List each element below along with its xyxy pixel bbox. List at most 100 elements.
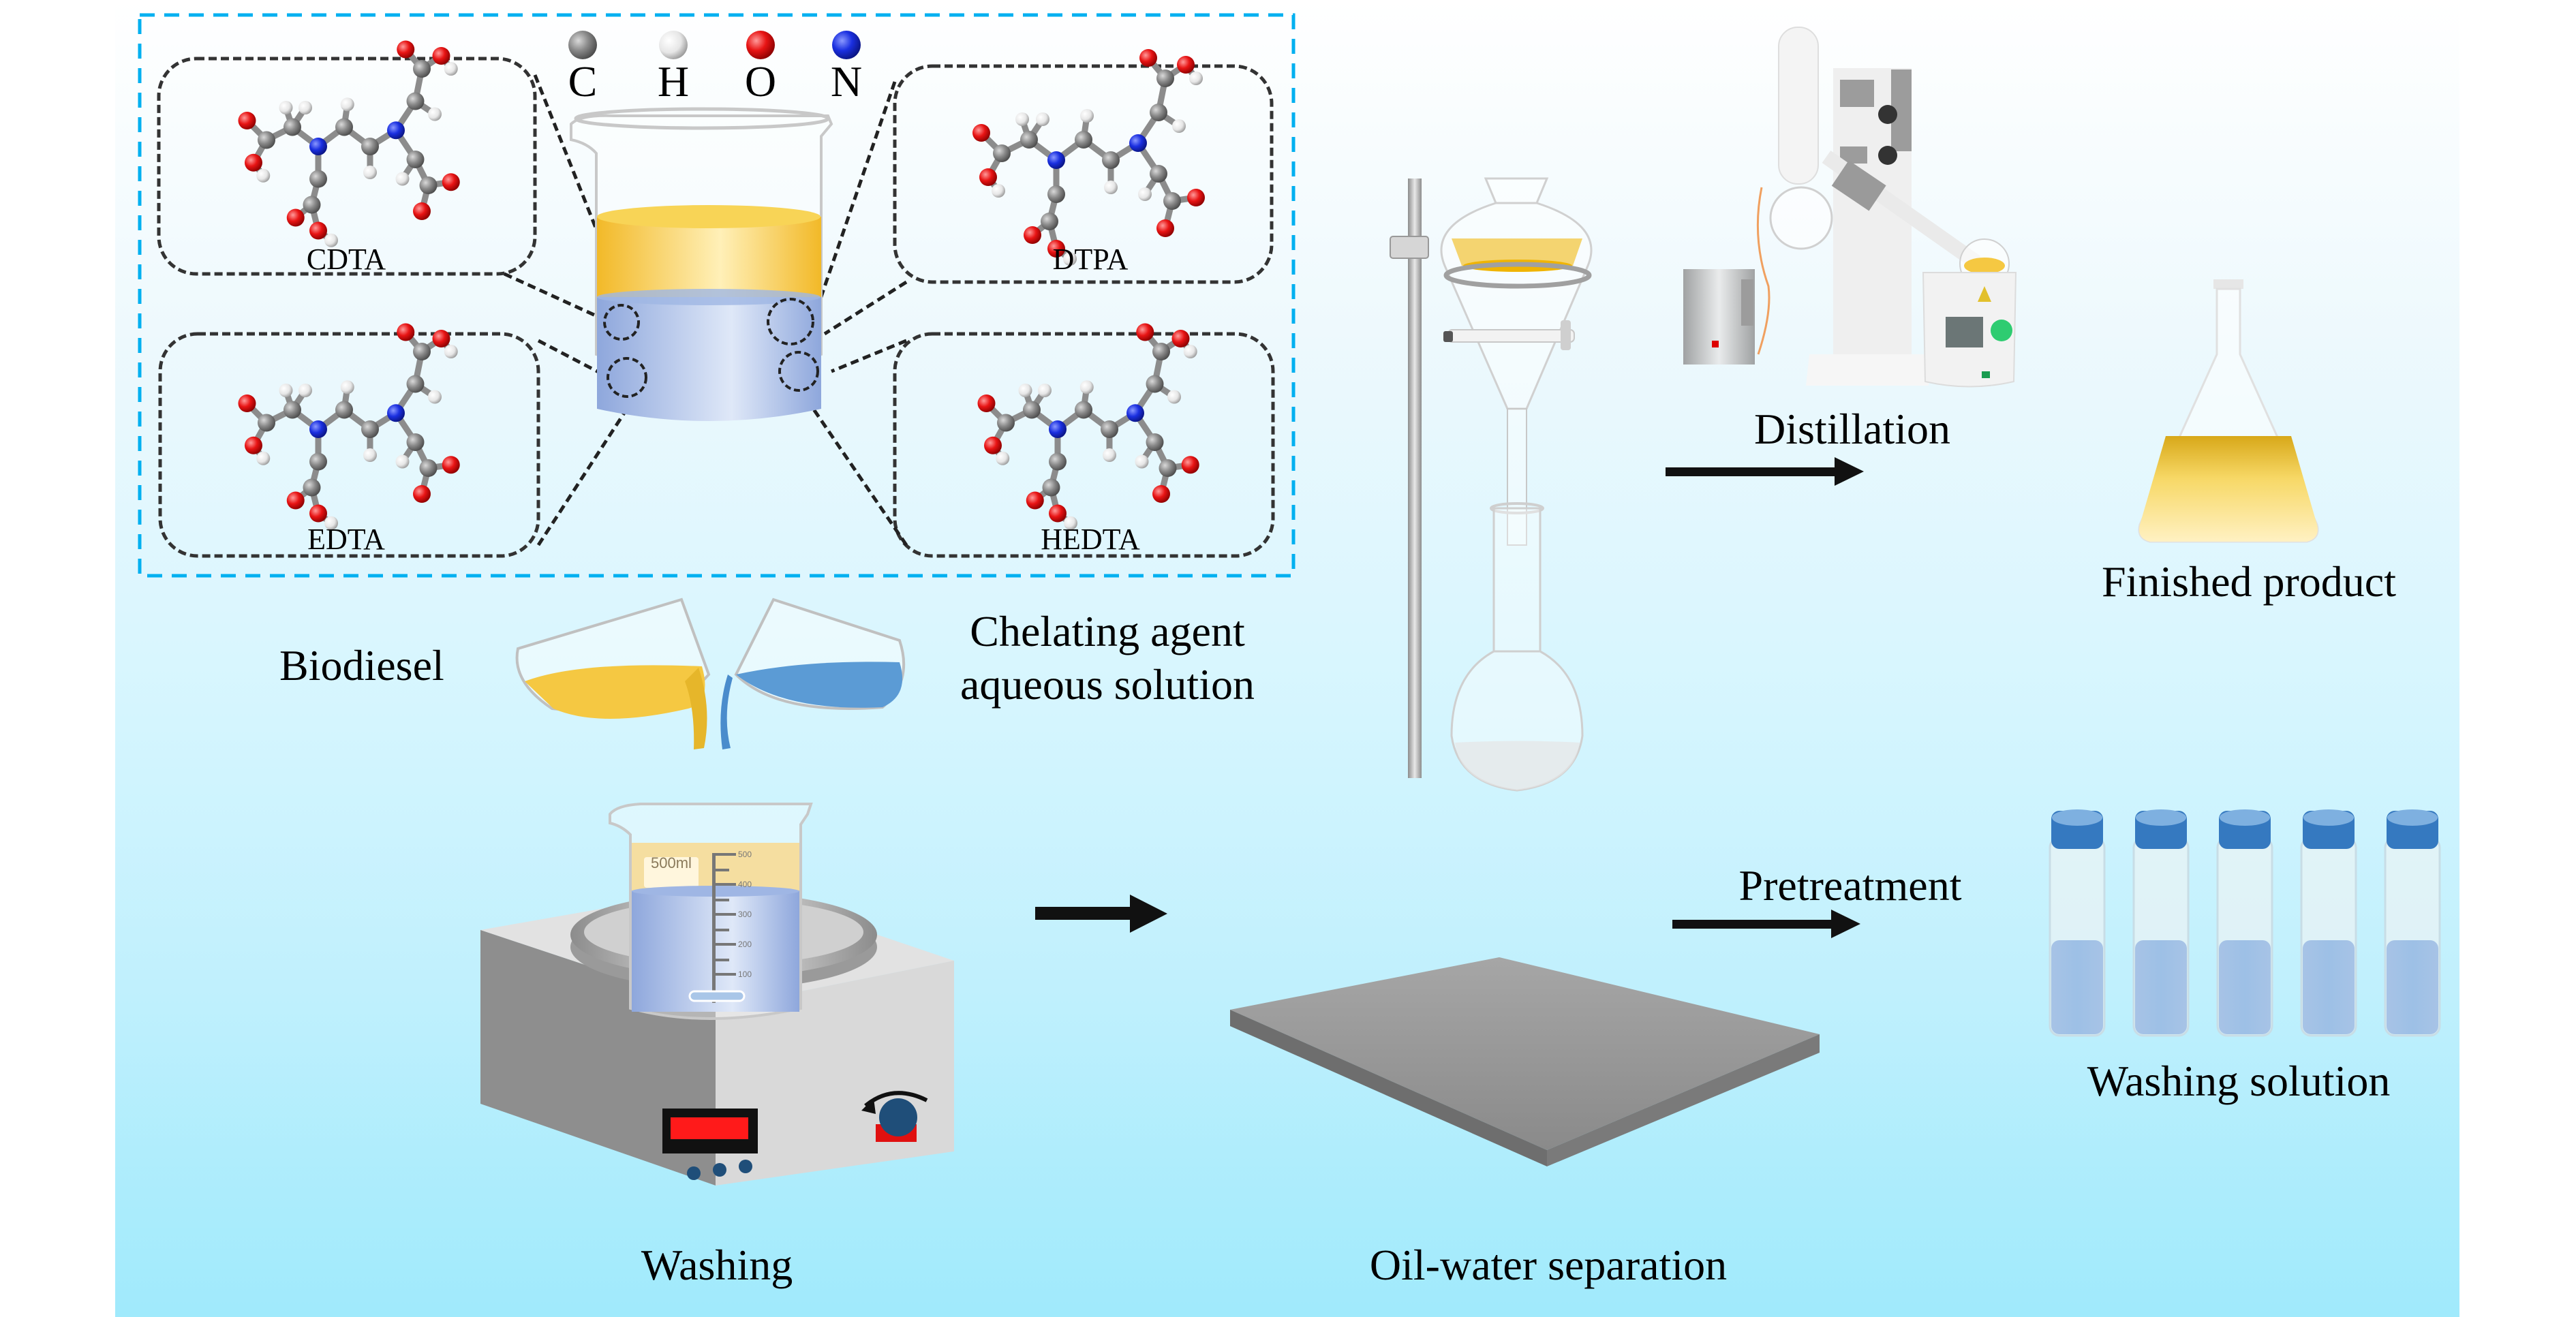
hydrogen-atom (1064, 516, 1077, 530)
hydrogen-atom (1103, 448, 1116, 462)
vial-liquid (2387, 940, 2438, 1034)
vial-cap-top (2052, 809, 2102, 826)
hydrogen-atom (395, 454, 410, 469)
nitrogen-atom (387, 121, 405, 140)
rotary-evaporator (1683, 27, 2017, 388)
carbon-atom (1156, 69, 1174, 87)
hydrogen-atom (444, 345, 458, 358)
oxygen-atom (1139, 49, 1157, 67)
oxygen-atom (413, 202, 431, 220)
carbon-atom (1075, 131, 1092, 149)
beaker-volume-label: 500ml (651, 854, 692, 871)
carbon-atom (1020, 131, 1038, 149)
vial-cap-top (2303, 809, 2354, 826)
oxygen-atom (442, 173, 460, 191)
carbon-atom (1102, 151, 1120, 169)
hydrogen-atom (324, 233, 338, 247)
hydrogen-atom (298, 101, 312, 114)
stirrer-speed-knob (879, 1098, 917, 1136)
oxygen-atom (984, 436, 1002, 454)
carbon-atom (413, 60, 431, 78)
hydrogen-atom (1018, 384, 1032, 397)
oxygen-atom (1026, 491, 1044, 510)
vial-liquid (2303, 940, 2355, 1034)
oxygen-atom (972, 124, 990, 142)
hydrogen-atom (1172, 119, 1186, 133)
oxygen-atom (1049, 504, 1067, 523)
carbon-atom (997, 414, 1015, 432)
hydrogen-atom (395, 172, 410, 186)
stand-rod (1408, 179, 1422, 778)
carbon-atom (1101, 420, 1118, 438)
scale-tick-label: 100 (738, 970, 752, 979)
vial (2384, 809, 2441, 1037)
support-ring (1443, 262, 1592, 289)
dtpa-box (893, 64, 1274, 284)
oxygen-atom (238, 394, 256, 412)
carbon-atom (303, 478, 321, 497)
oxygen-atom (397, 40, 415, 59)
hydrogen-atom (1036, 112, 1049, 126)
atom-label-c: C (568, 57, 598, 106)
zoom-connectors (503, 74, 908, 546)
carbon-atom (419, 459, 438, 477)
oxygen-atom (286, 491, 305, 510)
oxygen-atom (1156, 219, 1174, 237)
carbon-atom (258, 131, 275, 149)
hydrogen-atom (256, 451, 271, 465)
hydrogen-atom (363, 166, 377, 179)
carbon-atom (993, 144, 1011, 162)
stopcock[interactable] (1561, 320, 1571, 350)
oxygen-atom (238, 112, 256, 129)
carbon-atom (303, 196, 321, 214)
carbon-atom (419, 176, 438, 194)
label-aqueous-solution: aqueous solution (960, 660, 1255, 709)
carbon-atom (309, 452, 327, 471)
oxygen-atom (1171, 330, 1190, 347)
stirrer-button (687, 1166, 701, 1180)
hydrogen-atom (324, 516, 338, 530)
beaker-scale-labels: 500 400 300 200 100 (738, 850, 752, 979)
oxygen-atom-icon (746, 31, 775, 59)
carbon-atom (406, 151, 425, 168)
carbon-atom (1146, 375, 1164, 393)
oxygen-atom (397, 323, 415, 341)
hydrogen-atom (1138, 187, 1152, 201)
nitrogen-atom-icon (832, 31, 861, 59)
vial-cap-top (2220, 809, 2270, 826)
cdta-molecule (238, 40, 460, 247)
carbon-atom (335, 401, 353, 419)
carbon-atom-icon (568, 31, 597, 59)
carbon-atom (1159, 459, 1177, 477)
carbon-atom (283, 401, 301, 419)
beaker-scale (716, 853, 736, 976)
chelation-beaker (570, 107, 833, 421)
oxygen-atom (309, 504, 327, 523)
nitrogen-atom (1126, 404, 1144, 422)
hydrogen-atom-icon (659, 31, 688, 59)
carbon-atom (406, 433, 425, 451)
hydrogen-atom (1015, 112, 1029, 126)
oxygen-atom (413, 485, 431, 503)
label-chelating-agent: Chelating agent (970, 607, 1245, 655)
chelating-agent-inset-border (138, 13, 1295, 578)
hedta-box (893, 332, 1275, 558)
oxygen-atom (286, 208, 305, 227)
oxygen-atom (432, 47, 450, 65)
scale-tick-label: 400 (738, 880, 752, 889)
vial-liquid (2051, 940, 2103, 1034)
molecule-models (238, 40, 1205, 530)
carbon-atom (335, 118, 353, 136)
molecule-label-cdta: CDTA (306, 243, 386, 276)
molecule-label-hedta: HEDTA (1041, 523, 1140, 556)
carbon-atom (1049, 452, 1067, 471)
hydrogen-atom (1135, 454, 1149, 469)
oxygen-atom (442, 456, 460, 474)
carbon-atom (309, 170, 327, 188)
nitrogen-atom (309, 138, 327, 155)
scale-tick-label: 500 (738, 850, 752, 859)
hydrogen-atom (340, 380, 354, 394)
chelating-solution-pouring-beaker (720, 598, 906, 749)
washing-solution-vials (2049, 809, 2441, 1037)
